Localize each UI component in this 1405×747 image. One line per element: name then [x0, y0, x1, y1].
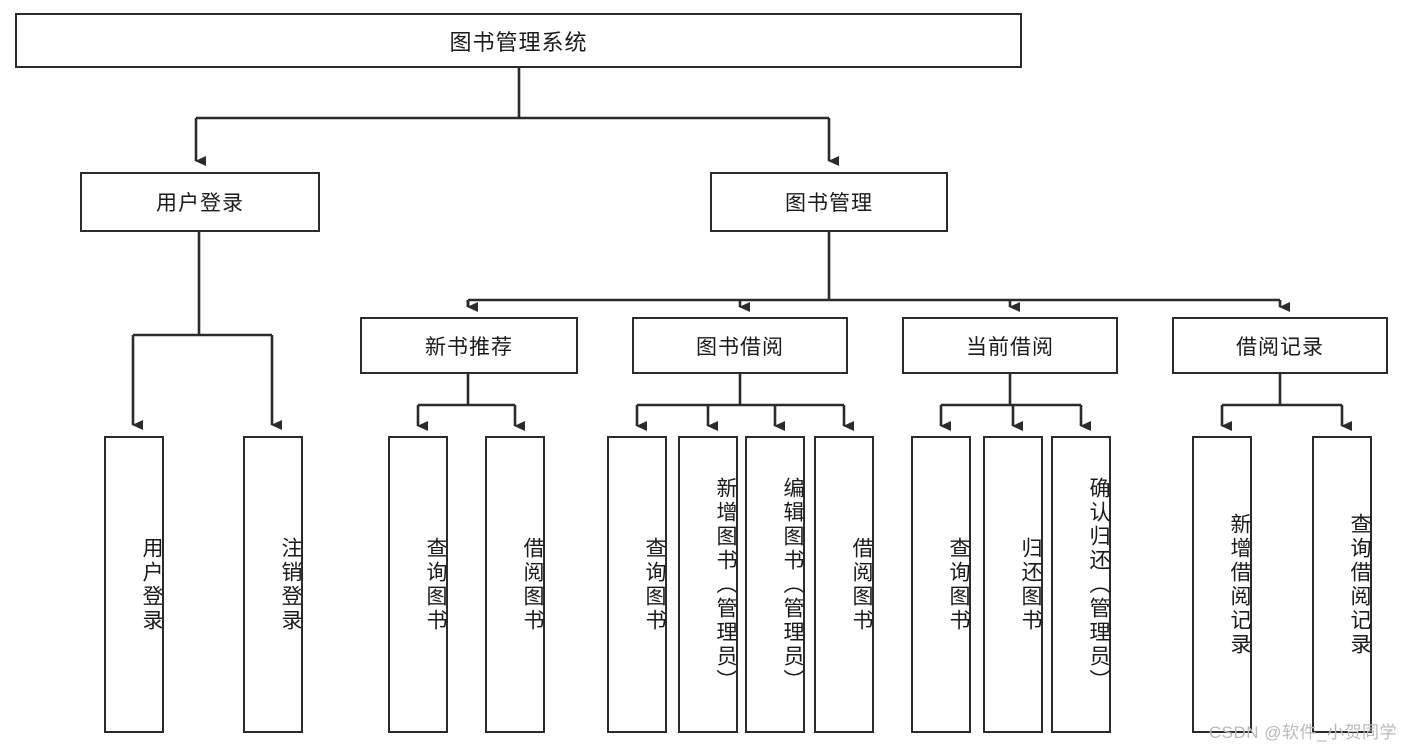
node-current-borrow[interactable]: 当前借阅: [902, 317, 1118, 374]
leaf-query-book-2[interactable]: 查询图书: [607, 436, 667, 733]
leaf-label: 注销登录: [279, 536, 302, 633]
leaf-borrow-book-2[interactable]: 借阅图书: [814, 436, 874, 733]
leaf-label: 新增图书（管理员）: [714, 476, 737, 693]
node-book-borrow[interactable]: 图书借阅: [632, 317, 848, 374]
leaf-label: 查询图书: [947, 536, 970, 633]
leaf-label: 借阅图书: [521, 536, 544, 633]
leaf-user-login[interactable]: 用户登录: [104, 436, 164, 733]
leaf-label: 查询图书: [643, 536, 666, 633]
leaf-label: 编辑图书（管理员）: [781, 476, 804, 693]
csdn-watermark: CSDN @软件_小贺同学: [1208, 723, 1397, 742]
node-user-login[interactable]: 用户登录: [80, 172, 320, 232]
node-borrow-record[interactable]: 借阅记录: [1172, 317, 1388, 374]
leaf-label: 归还图书: [1019, 536, 1042, 633]
leaf-logout[interactable]: 注销登录: [243, 436, 303, 733]
leaf-add-record[interactable]: 新增借阅记录: [1192, 436, 1252, 733]
leaf-label: 借阅图书: [850, 536, 873, 633]
leaf-query-book-1[interactable]: 查询图书: [388, 436, 448, 733]
leaf-label: 确认归还（管理员）: [1087, 476, 1110, 693]
leaf-label: 用户登录: [140, 536, 163, 633]
leaf-query-book-3[interactable]: 查询图书: [911, 436, 971, 733]
leaf-return-book[interactable]: 归还图书: [983, 436, 1043, 733]
node-root-system[interactable]: 图书管理系统: [15, 13, 1022, 68]
leaf-edit-book[interactable]: 编辑图书（管理员）: [745, 436, 805, 733]
leaf-label: 查询借阅记录: [1348, 512, 1371, 657]
leaf-add-book[interactable]: 新增图书（管理员）: [678, 436, 738, 733]
leaf-query-record[interactable]: 查询借阅记录: [1312, 436, 1372, 733]
leaf-label: 新增借阅记录: [1228, 512, 1251, 657]
node-new-book-recommend[interactable]: 新书推荐: [360, 317, 578, 374]
node-book-manage[interactable]: 图书管理: [710, 172, 948, 232]
leaf-confirm-return[interactable]: 确认归还（管理员）: [1051, 436, 1111, 733]
leaf-label: 查询图书: [424, 536, 447, 633]
leaf-borrow-book-1[interactable]: 借阅图书: [485, 436, 545, 733]
